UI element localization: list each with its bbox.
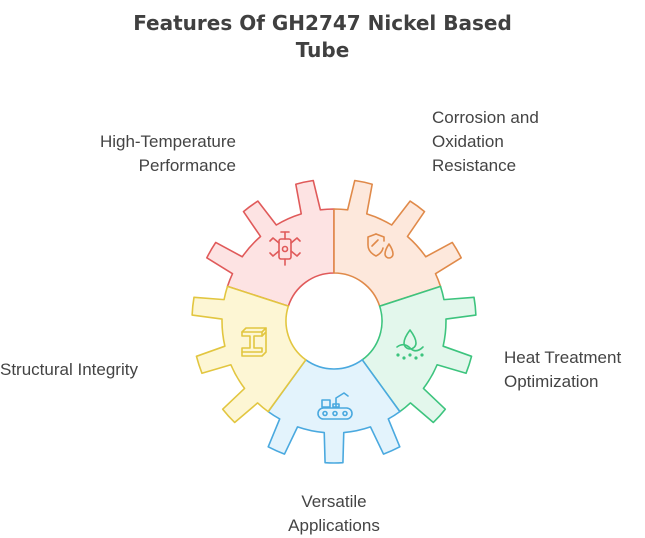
heat-icon: [396, 329, 424, 360]
label-high-temperature-performance: High-Temperature Performance: [99, 132, 236, 175]
segment-corrosion-oxidation-resistance: [333, 179, 462, 307]
i-beam-icon: [241, 327, 267, 357]
label-corrosion-oxidation-resistance: Corrosion and Oxidation Resistance: [432, 108, 539, 175]
segment-high-temperature-performance: [206, 179, 335, 307]
robot-arm-conveyor-icon: [317, 392, 353, 420]
diagram-title: Features Of GH2747 Nickel Based Tube: [133, 11, 512, 62]
segment-heat-treatment-optimization: [361, 285, 477, 424]
label-structural-integrity: Structural Integrity: [0, 360, 138, 379]
segment-structural-integrity: [191, 285, 307, 424]
shield-drop-icon: [367, 233, 394, 259]
gear-segments: [191, 179, 477, 464]
label-heat-treatment-optimization: Heat Treatment Optimization: [504, 348, 622, 391]
gear-center-hole: [287, 274, 381, 368]
label-versatile-applications: Versatile Applications: [288, 492, 380, 535]
engine-icon: [269, 231, 301, 266]
